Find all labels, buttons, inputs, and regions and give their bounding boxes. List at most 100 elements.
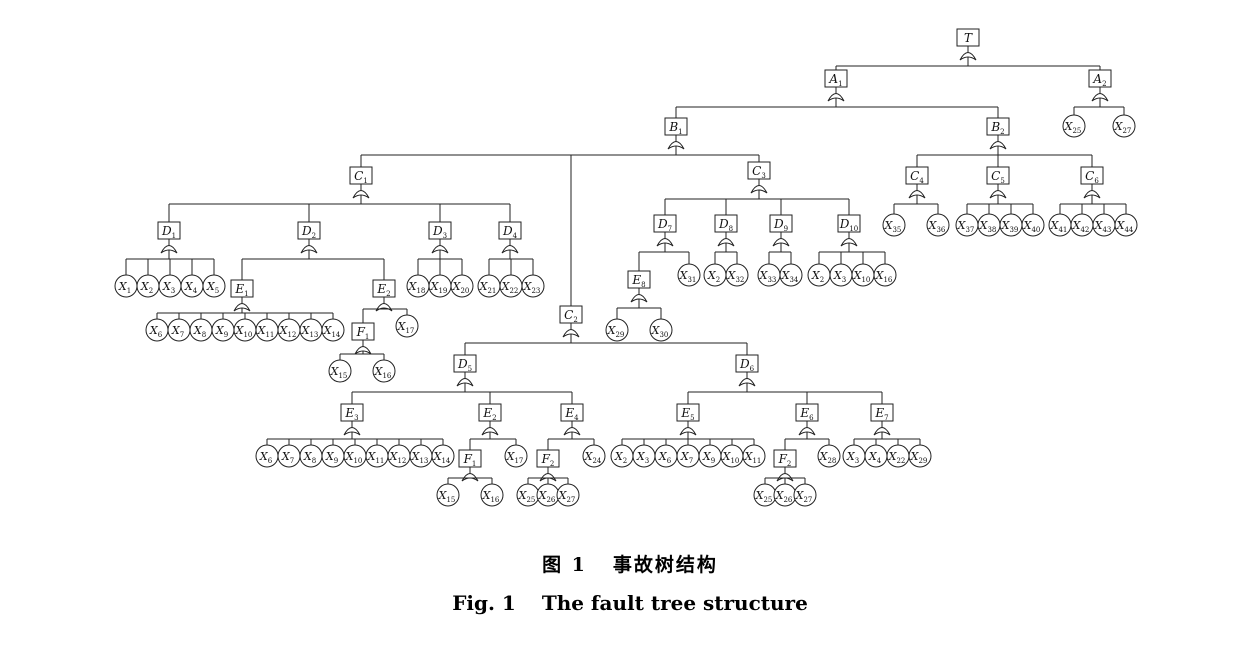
basic-event-x11: X11 [365,444,389,468]
basic-event-x17: X17 [395,314,419,338]
basic-event-x35: X35 [882,213,906,237]
basic-event-x16: X16 [873,263,897,287]
gate-c3: C3 [664,161,850,215]
basic-event-x26: X26 [536,483,560,507]
gate-c1: C1 [168,166,511,222]
basic-event-x10: X10 [720,444,744,468]
gate-b1: B1 [360,117,760,306]
basic-event-x44: X44 [1114,213,1138,237]
basic-event-x2: X2 [610,444,634,468]
basic-event-x19: X19 [428,274,452,298]
basic-event-x28: X28 [817,444,841,468]
basic-event-x6: X6 [255,444,279,468]
gate-c2: C2 [464,305,748,355]
basic-event-x16: X16 [480,483,504,507]
caption-en-title: The fault tree structure [541,591,808,615]
gate-d6: D6 [687,354,883,404]
basic-event-x10: X10 [233,318,257,342]
basic-event-x14: X14 [431,444,455,468]
basic-event-x31: X31 [677,263,701,287]
basic-event-x4: X4 [180,274,204,298]
basic-event-x15: X15 [328,359,352,383]
basic-event-x1: X1 [114,274,138,298]
gate-d2: D2 [241,221,385,280]
basic-event-x40: X40 [1021,213,1045,237]
basic-event-x12: X12 [277,318,301,342]
basic-event-x8: X8 [299,444,323,468]
basic-event-x13: X13 [409,444,433,468]
caption-en-number: Fig. 1 [452,591,516,615]
basic-event-x3: X3 [632,444,656,468]
basic-event-x4: X4 [864,444,888,468]
basic-event-x7: X7 [167,318,191,342]
basic-event-x37: X37 [955,213,979,237]
basic-event-x34: X34 [779,263,803,287]
basic-event-x39: X39 [999,213,1023,237]
basic-event-x9: X9 [211,318,235,342]
basic-event-x7: X7 [277,444,301,468]
basic-event-x30: X30 [649,318,673,342]
basic-event-x29: X29 [908,444,932,468]
basic-event-x22: X22 [499,274,523,298]
basic-event-x25: X25 [753,483,777,507]
basic-event-x29: X29 [605,318,629,342]
caption-cn-title: 事故树结构 [612,554,718,576]
gate-b2: B2 [916,117,1093,167]
basic-event-x43: X43 [1092,213,1116,237]
basic-event-x27: X27 [556,483,580,507]
basic-event-x36: X36 [926,213,950,237]
basic-event-x14: X14 [321,318,345,342]
basic-event-x38: X38 [977,213,1001,237]
basic-event-x32: X32 [725,263,749,287]
svg-text:T: T [964,31,973,45]
basic-event-x20: X20 [450,274,474,298]
basic-event-x3: X3 [829,263,853,287]
basic-event-x3: X3 [842,444,866,468]
basic-event-x9: X9 [698,444,722,468]
basic-event-x27: X27 [1112,114,1136,138]
basic-event-x8: X8 [189,318,213,342]
basic-event-x6: X6 [145,318,169,342]
basic-event-x33: X33 [757,263,781,287]
basic-event-x21: X21 [477,274,501,298]
caption-chinese: 图 1 事故树结构 [0,550,1260,577]
basic-event-x11: X11 [255,318,279,342]
basic-event-x13: X13 [299,318,323,342]
basic-event-x10: X10 [343,444,367,468]
basic-event-x24: X24 [582,444,606,468]
caption-cn-number: 图 1 [542,554,587,576]
basic-event-x11: X11 [742,444,766,468]
basic-event-x7: X7 [676,444,700,468]
basic-event-x27: X27 [793,483,817,507]
gate-a1: A1 [675,69,999,118]
basic-event-x16: X16 [372,359,396,383]
basic-event-x2: X2 [807,263,831,287]
basic-event-x23: X23 [521,274,545,298]
basic-event-x2: X2 [703,263,727,287]
basic-event-x18: X18 [406,274,430,298]
basic-event-x26: X26 [773,483,797,507]
basic-event-x25: X25 [516,483,540,507]
basic-event-x15: X15 [436,483,460,507]
basic-event-x41: X41 [1048,213,1072,237]
